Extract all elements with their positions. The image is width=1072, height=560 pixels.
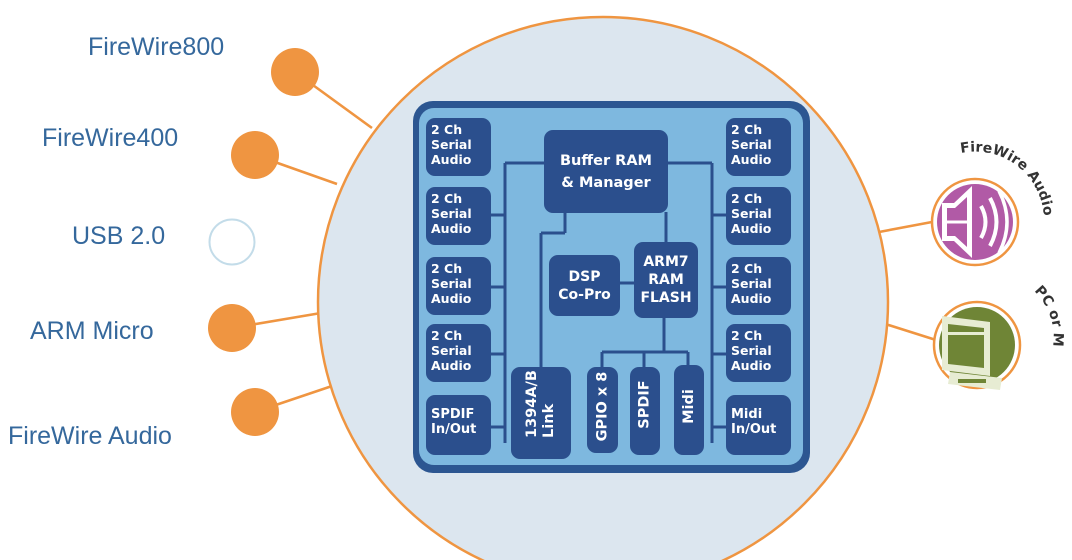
serial-audio-block-left-3: 2 Ch Serial Audio (426, 257, 491, 315)
serial-audio-block-right-1: 2 Ch Serial Audio (726, 118, 791, 176)
label-firewire400: FireWire400 (42, 124, 179, 152)
connector-badge-pc (878, 320, 937, 342)
serial-audio-block-right-4: 2 Ch Serial Audio (726, 324, 791, 382)
firewire-audio-indicator (231, 388, 279, 436)
block-text: GPIO x 8 (594, 371, 611, 442)
block-text: 2 Ch (731, 328, 763, 343)
1394ab-link-block: 1394A/B Link (511, 367, 571, 459)
block-text: Audio (431, 221, 472, 236)
serial-audio-block-left-4: 2 Ch Serial Audio (426, 324, 491, 382)
midi-in-out-block: Midi In/Out (726, 395, 791, 455)
firewire-audio-badge: FireWire Audio (930, 139, 1056, 267)
block-text: Buffer RAM (560, 152, 652, 169)
block-text: Audio (731, 221, 772, 236)
block-text: SPDIF (636, 380, 653, 429)
arm-micro-indicator (208, 304, 256, 352)
chip-bus-lines (490, 161, 726, 443)
block-text: Audio (431, 358, 472, 373)
usb-indicator (208, 218, 256, 266)
block-text: Audio (731, 152, 772, 167)
block-text: RAM (648, 272, 684, 288)
block-text: Audio (431, 152, 472, 167)
computer-icon (942, 316, 1002, 390)
block-text: 2 Ch (431, 328, 463, 343)
spdif-in-out-block: SPDIF In/Out (426, 395, 491, 455)
gpio-x8-block: GPIO x 8 (587, 367, 618, 453)
block-text: Co-Pro (558, 286, 611, 303)
midi-block: Midi (674, 365, 704, 455)
block-text: DSP (568, 268, 601, 285)
spdif-block: SPDIF (630, 367, 660, 455)
block-text: In/Out (431, 422, 477, 437)
block-text: Midi (731, 407, 763, 422)
block-text: 1394A/B (524, 370, 540, 438)
label-firewire-audio: FireWire Audio (8, 422, 172, 450)
arm7-ram-flash-block: ARM7 RAM FLASH (634, 242, 698, 318)
serial-audio-block-right-3: 2 Ch Serial Audio (726, 257, 791, 315)
block-text: Serial (731, 137, 772, 152)
block-text: Midi (680, 389, 697, 424)
block-text: Serial (431, 206, 472, 221)
label-arm-micro: ARM Micro (30, 317, 154, 345)
block-text: 2 Ch (431, 122, 463, 137)
block-text: ARM7 (643, 254, 689, 270)
block-text: SPDIF (431, 407, 475, 422)
block-text: 2 Ch (731, 191, 763, 206)
firewire800-indicator (271, 48, 319, 96)
block-text: Serial (431, 343, 472, 358)
block-text: Audio (731, 291, 772, 306)
block-text: Serial (731, 276, 772, 291)
block-text: Serial (731, 206, 772, 221)
serial-audio-block-left-2: 2 Ch Serial Audio (426, 187, 491, 245)
block-text: 2 Ch (431, 261, 463, 276)
connector-badge-firewire (878, 220, 933, 234)
firewire400-indicator (231, 131, 279, 179)
block-text: Serial (431, 137, 472, 152)
block-text: FLASH (640, 290, 692, 306)
label-firewire800: FireWire800 (88, 33, 225, 61)
serial-audio-block-right-2: 2 Ch Serial Audio (726, 187, 791, 245)
serial-audio-block-left-1: 2 Ch Serial Audio (426, 118, 491, 176)
block-text: 2 Ch (731, 122, 763, 137)
block-text: Link (541, 403, 557, 438)
block-text: Serial (431, 276, 472, 291)
block-text: 2 Ch (731, 261, 763, 276)
buffer-ram-manager-block: Buffer RAM & Manager (544, 130, 668, 213)
block-text-group: 1394A/B Link (524, 370, 558, 438)
block-text: Audio (731, 358, 772, 373)
dsp-co-pro-block: DSP Co-Pro (549, 255, 620, 316)
speaker-icon (942, 186, 1009, 258)
block-text: Audio (431, 291, 472, 306)
block-text: Serial (731, 343, 772, 358)
block-text: In/Out (731, 422, 777, 437)
label-usb-2: USB 2.0 (72, 222, 166, 250)
block-text: 2 Ch (431, 191, 463, 206)
block-text: & Manager (561, 174, 651, 191)
